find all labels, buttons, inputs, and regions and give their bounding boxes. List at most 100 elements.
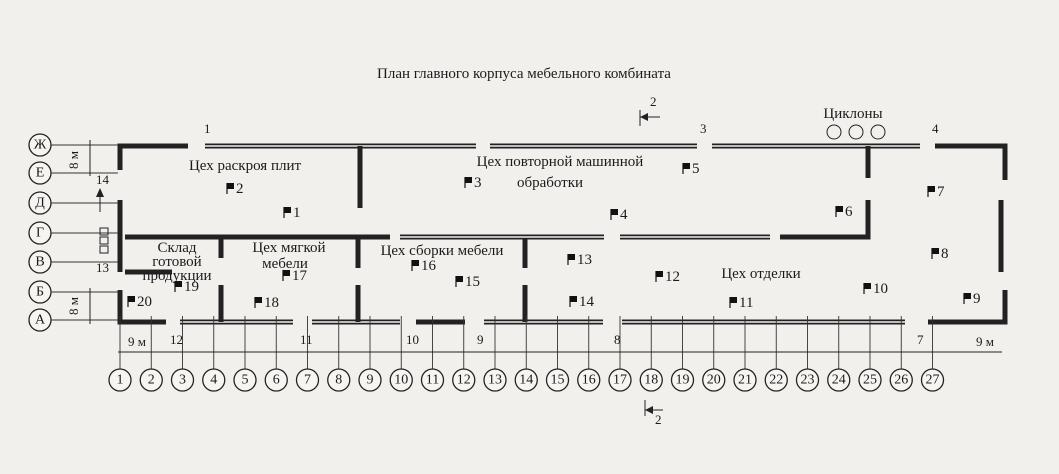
- svg-text:7: 7: [917, 332, 924, 347]
- point-label: 16: [421, 258, 437, 274]
- exit-marks: [99, 227, 109, 254]
- column-axis-label: 18: [644, 373, 658, 388]
- point-label: 17: [292, 268, 308, 284]
- column-axis-circle: [389, 368, 413, 392]
- column-axis-label: 14: [519, 373, 533, 388]
- svg-text:4: 4: [932, 121, 939, 136]
- point-marker-5: 5: [682, 161, 700, 177]
- point-marker-13: 13: [567, 252, 592, 268]
- room-sborki: Цех сборки мебели: [381, 243, 504, 259]
- section-marks: 2 2: [639, 94, 663, 427]
- column-axis-circle: [920, 368, 945, 392]
- column-axis-circle: [108, 368, 132, 392]
- point-label: 3: [474, 175, 482, 191]
- column-axis-circle: [233, 368, 257, 392]
- point-label: 13: [577, 252, 592, 268]
- svg-text:2: 2: [650, 94, 657, 109]
- point-label: 8: [941, 246, 949, 262]
- column-axis-label: 22: [769, 373, 783, 388]
- point-marker-20: 20: [127, 294, 152, 310]
- svg-text:9: 9: [477, 332, 484, 347]
- point-marker-6: 6: [835, 204, 853, 220]
- room-myagkoy-1: Цех мягкой: [252, 240, 325, 256]
- point-marker-18: 18: [254, 295, 279, 311]
- column-axis-label: 8: [335, 373, 342, 388]
- row-axis-v: В: [28, 250, 118, 274]
- room-sklad-1: Склад: [157, 240, 196, 256]
- svg-text:11: 11: [300, 332, 313, 347]
- point-marker-8: 8: [931, 246, 949, 262]
- column-axis-circle: [577, 368, 601, 392]
- column-axis-label: 12: [457, 373, 471, 388]
- point-marker-4: 4: [610, 207, 628, 223]
- svg-text:12: 12: [170, 332, 183, 347]
- point-label: 7: [937, 184, 945, 200]
- column-axis-label: 2: [148, 373, 155, 388]
- column-axis-label: 9: [367, 373, 374, 388]
- column-axis-circle: [827, 368, 851, 392]
- column-axis-circle: [733, 368, 757, 392]
- column-axis-circle: [358, 368, 382, 392]
- column-axis-label: 20: [707, 373, 721, 388]
- room-myagkoy-2: мебели: [262, 256, 308, 272]
- dim-9m-left: 9 м: [128, 334, 146, 349]
- interior-walls: [125, 146, 871, 322]
- column-axis-label: 23: [801, 373, 815, 388]
- point-label: 1: [293, 205, 301, 221]
- point-label: 11: [739, 295, 753, 311]
- point-label: 20: [137, 294, 152, 310]
- column-axis-label: 24: [832, 373, 846, 388]
- column-axis-circle: [795, 368, 820, 392]
- svg-text:Г: Г: [36, 226, 44, 241]
- plan-title: План главного корпуса мебельного комбина…: [377, 66, 671, 82]
- row-axis-d: Д: [28, 191, 118, 215]
- column-axis-label: 6: [273, 373, 280, 388]
- cyclones: Циклоны: [823, 106, 886, 140]
- svg-text:3: 3: [700, 121, 707, 136]
- point-marker-3: 3: [464, 175, 482, 191]
- point-label: 14: [579, 294, 595, 310]
- column-axis-circle: [514, 368, 538, 392]
- svg-text:2: 2: [655, 412, 662, 427]
- height-dimensions: 8 м 8 м: [66, 140, 104, 324]
- column-axis-label: 11: [426, 373, 439, 388]
- row-axis-b: Б: [28, 280, 118, 304]
- point-label: 4: [620, 207, 628, 223]
- room-labels: Цех раскроя плит Цех повторной машинной …: [142, 154, 800, 284]
- point-marker-9: 9: [963, 291, 981, 307]
- column-axis-circle: [545, 368, 570, 392]
- svg-text:Б: Б: [36, 285, 44, 300]
- column-axis-circle: [608, 368, 632, 392]
- column-axis-label: 3: [179, 373, 186, 388]
- row-axis-e: Е: [28, 161, 118, 185]
- point-marker-17: 17: [282, 268, 308, 284]
- column-axis-circle: [702, 368, 726, 392]
- point-marker-10: 10: [863, 281, 888, 297]
- svg-text:8: 8: [614, 332, 621, 347]
- svg-text:Д: Д: [35, 196, 45, 211]
- point-label: 6: [845, 204, 853, 220]
- point-marker-14: 14: [569, 294, 595, 310]
- svg-text:Е: Е: [36, 166, 45, 181]
- room-raskroy: Цех раскроя плит: [189, 158, 302, 174]
- point-label: 15: [465, 274, 480, 290]
- column-axis-circle: [202, 368, 226, 392]
- column-axis-circle: [483, 368, 507, 392]
- svg-text:Циклоны: Циклоны: [823, 106, 882, 122]
- gate-numbers: 1 3 4 7 8 9 10 11 12 13 14: [96, 121, 939, 347]
- column-axis-label: 15: [551, 373, 565, 388]
- column-axis-circle: [858, 368, 882, 392]
- room-povtornoy-2: обработки: [517, 175, 583, 191]
- point-marker-1: 1: [283, 205, 301, 221]
- point-marker-19: 19: [174, 279, 199, 295]
- dim-8m-top: 8 м: [66, 151, 81, 169]
- column-axis-label: 19: [676, 373, 690, 388]
- column-axis-circle: [264, 368, 288, 392]
- point-marker-2: 2: [226, 181, 244, 197]
- column-axis-circle: [420, 368, 445, 392]
- column-axis-circle: [452, 368, 476, 392]
- row-axis-g: Г: [28, 221, 118, 245]
- room-povtornoy-1: Цех повторной машинной: [477, 154, 644, 170]
- room-sklad-3: продукции: [142, 268, 211, 284]
